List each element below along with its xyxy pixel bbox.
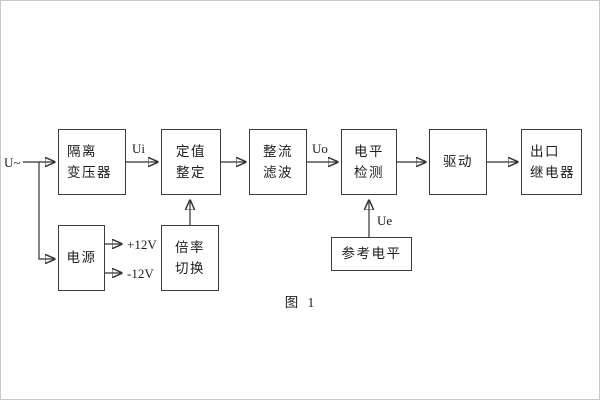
box-rectify-filter: 整流 滤波 bbox=[249, 129, 307, 195]
label-ue: Ue bbox=[377, 213, 393, 228]
label-ui: Ui bbox=[132, 141, 145, 156]
box-label: 出口 bbox=[530, 144, 560, 159]
box-label: 继电器 bbox=[530, 164, 575, 180]
label-source-voltage: U~ bbox=[4, 155, 21, 170]
box-output-relay: 出口 继电器 bbox=[521, 129, 582, 195]
figure-caption: 图 1 bbox=[284, 295, 318, 310]
box-label: 整定 bbox=[176, 164, 206, 180]
box-label: 检测 bbox=[354, 164, 384, 180]
box-label: 倍率 bbox=[175, 240, 205, 255]
box-ratio-switch: 倍率 切换 bbox=[161, 225, 219, 291]
label-minus-12v: -12V bbox=[127, 266, 154, 281]
box-label: 隔离 bbox=[67, 144, 97, 159]
box-label: 电源 bbox=[66, 250, 97, 266]
box-level-detection: 电平 检测 bbox=[341, 129, 397, 195]
box-label: 驱动 bbox=[443, 154, 473, 170]
box-value-setting: 定值 整定 bbox=[161, 129, 221, 195]
box-power-supply: 电源 bbox=[58, 225, 105, 291]
box-label: 整流 bbox=[263, 144, 293, 159]
box-label: 切换 bbox=[175, 260, 205, 276]
box-reference-level: 参考电平 bbox=[331, 237, 412, 271]
label-plus-12v: +12V bbox=[127, 237, 157, 252]
box-label: 定值 bbox=[176, 144, 206, 159]
box-label: 电平 bbox=[354, 144, 384, 159]
box-drive: 驱动 bbox=[429, 129, 487, 195]
connector-input-to-power bbox=[38, 162, 55, 259]
box-label: 变压器 bbox=[67, 164, 112, 180]
label-uo: Uo bbox=[312, 141, 328, 156]
box-label: 参考电平 bbox=[341, 246, 402, 262]
box-label: 滤波 bbox=[263, 164, 293, 180]
box-isolation-transformer: 隔离 变压器 bbox=[58, 129, 126, 195]
